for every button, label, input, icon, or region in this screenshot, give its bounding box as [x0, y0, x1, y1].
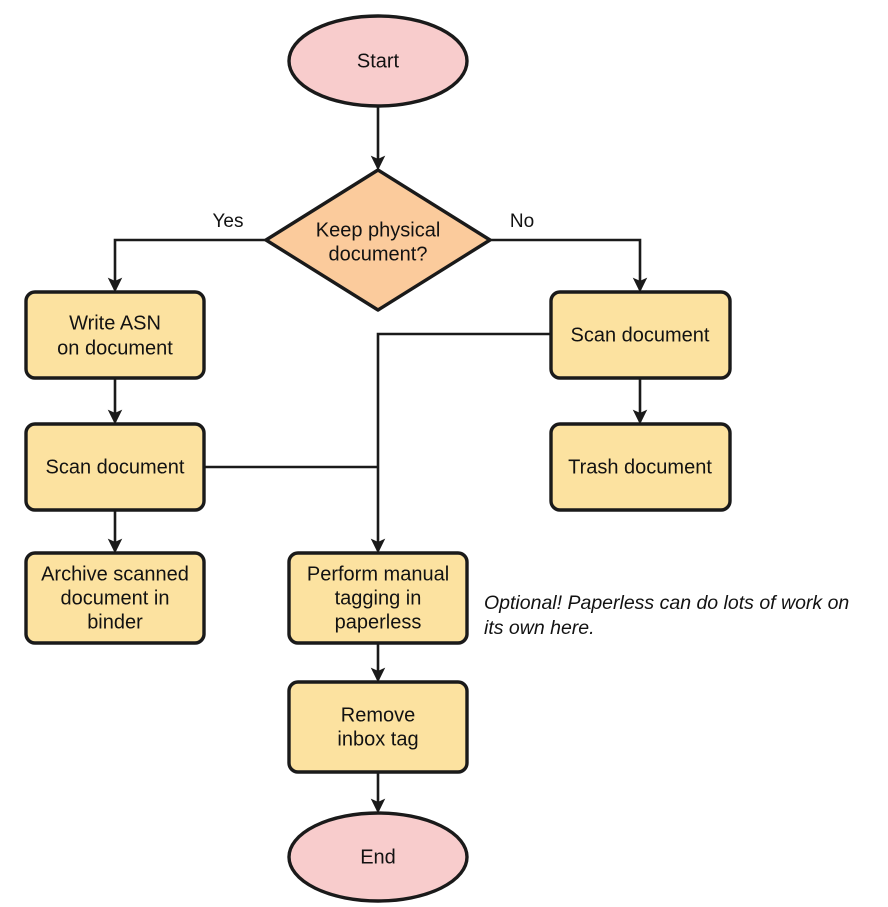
node-decision-keep-physical-document[interactable]: Keep physical document?: [264, 168, 492, 312]
trash-document-box-shape: [549, 422, 732, 512]
scan-document-left-label: Scan document: [46, 456, 185, 478]
end-label: End: [360, 846, 396, 868]
node-scan-document-left[interactable]: Scan document: [24, 422, 206, 512]
end-ellipse-shape: [287, 811, 469, 903]
decision-diamond-shape: [264, 168, 492, 312]
node-start[interactable]: Start: [287, 14, 469, 108]
archive-label-line2: document in: [61, 587, 170, 609]
node-perform-manual-tagging[interactable]: Perform manual tagging in paperless: [287, 551, 469, 645]
tagging-box-shape: [287, 551, 469, 645]
edge-label-yes: Yes: [213, 211, 244, 232]
start-label: Start: [357, 50, 400, 72]
tagging-label-line3: paperless: [335, 611, 422, 633]
decision-label-line1: Keep physical: [316, 219, 441, 241]
archive-label-line1: Archive scanned: [41, 563, 189, 585]
edge-label-no: No: [510, 211, 534, 232]
tagging-label-line2: tagging in: [335, 587, 422, 609]
trash-document-label: Trash document: [568, 456, 712, 478]
write-asn-label-line1: Write ASN: [69, 312, 161, 334]
scan-document-right-box-shape: [549, 290, 732, 380]
annotation-optional-note: Optional! Paperless can do lots of work …: [484, 592, 849, 639]
scan-document-right-label: Scan document: [571, 324, 710, 346]
optional-note-line2: its own here.: [484, 617, 595, 639]
remove-inbox-box-shape: [287, 680, 469, 774]
archive-label-line3: binder: [87, 611, 143, 633]
start-ellipse-shape: [287, 14, 469, 108]
node-archive-scanned-document[interactable]: Archive scanned document in binder: [24, 551, 206, 645]
remove-inbox-label-line1: Remove: [341, 704, 415, 726]
scan-document-left-box-shape: [24, 422, 206, 512]
node-end[interactable]: End: [287, 811, 469, 903]
write-asn-label-line2: on document: [57, 337, 173, 359]
edge-scan-right-to-tagging: [370, 332, 551, 554]
archive-box-shape: [24, 551, 206, 645]
write-asn-box-shape: [24, 290, 206, 380]
tagging-label-line1: Perform manual: [307, 563, 449, 585]
decision-label-line2: document?: [329, 243, 428, 265]
node-write-asn-on-document[interactable]: Write ASN on document: [24, 290, 206, 380]
node-trash-document[interactable]: Trash document: [549, 422, 732, 512]
remove-inbox-label-line2: inbox tag: [337, 728, 418, 750]
edge-yes-to-write-asn: [107, 238, 266, 293]
edge-no-to-scan-right: [490, 238, 648, 293]
node-scan-document-right[interactable]: Scan document: [549, 290, 732, 380]
node-remove-inbox-tag[interactable]: Remove inbox tag: [287, 680, 469, 774]
optional-note-line1: Optional! Paperless can do lots of work …: [484, 592, 849, 614]
